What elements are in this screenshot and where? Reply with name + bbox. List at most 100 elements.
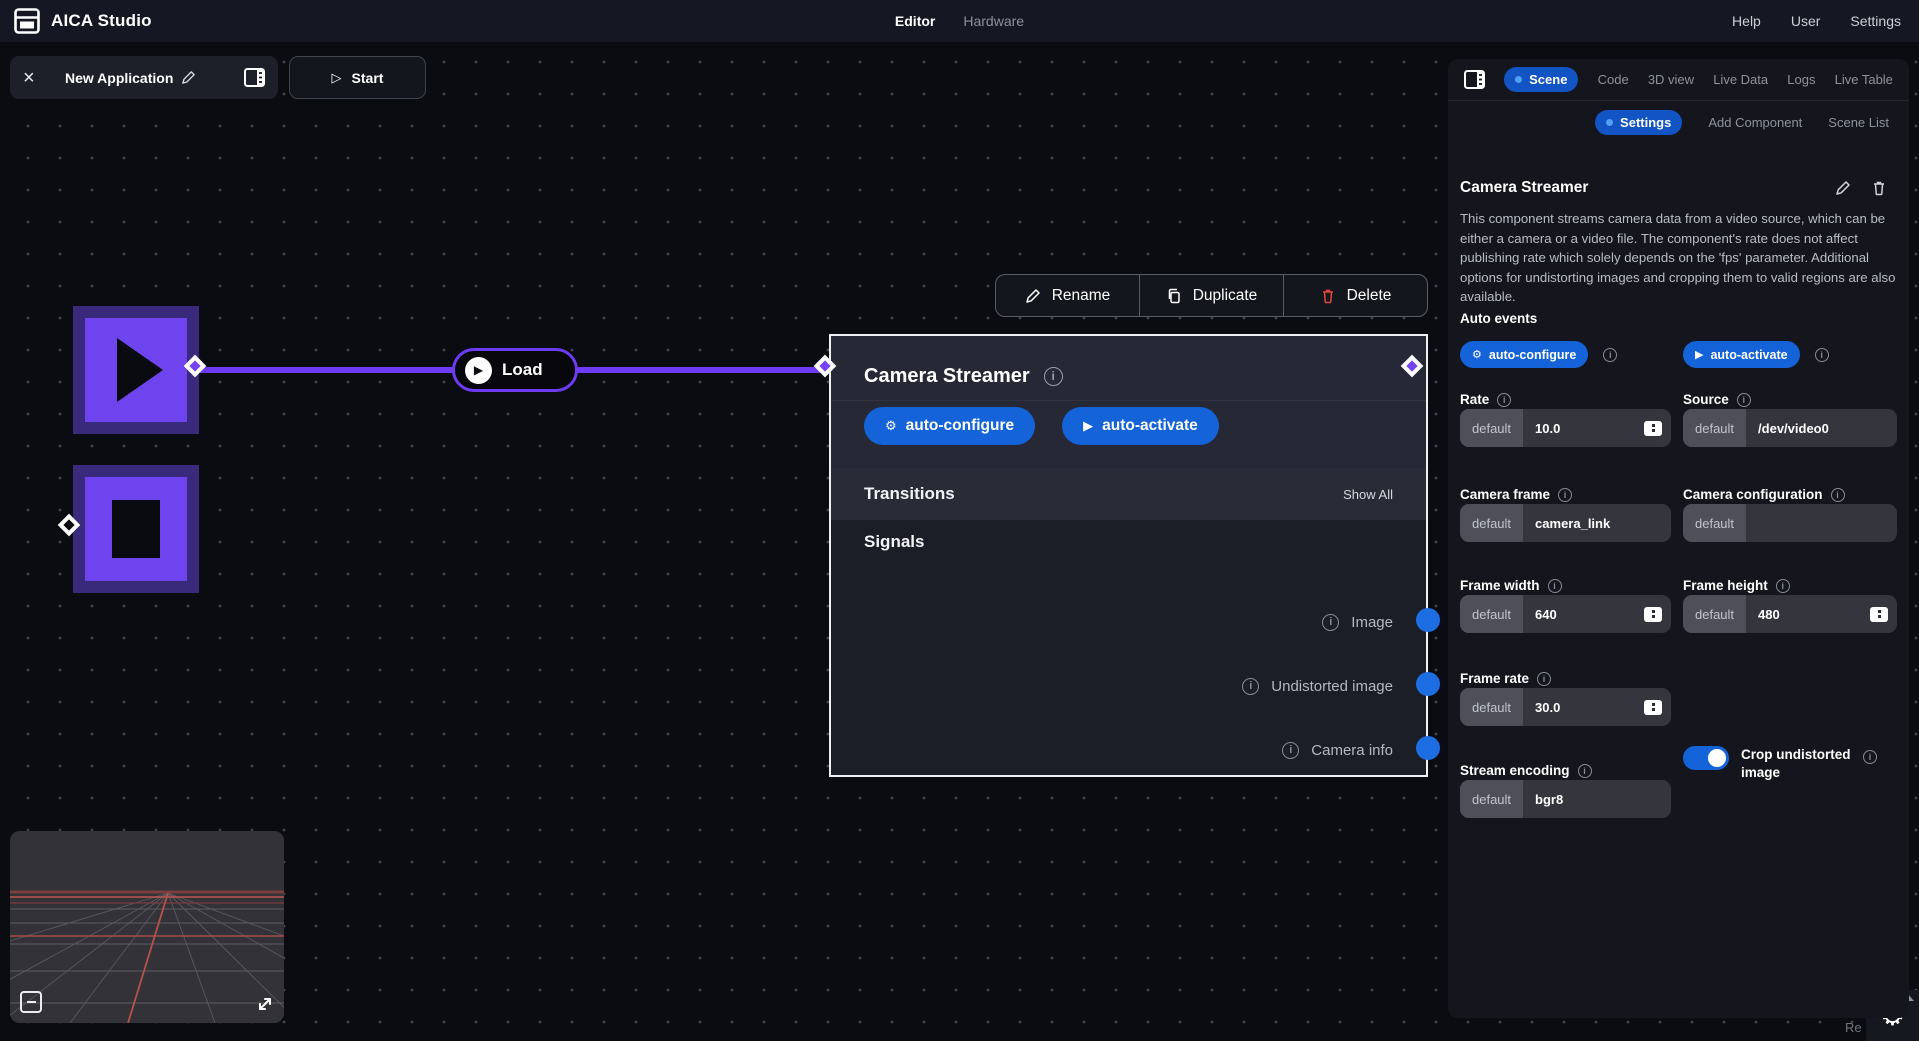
subtab-scene-list[interactable]: Scene List bbox=[1828, 114, 1889, 130]
collapse-panel-icon[interactable] bbox=[1464, 70, 1485, 89]
rate-input[interactable]: default 10.0 bbox=[1460, 409, 1671, 447]
sidebar-tabs: Scene Code 3D view Live Data Logs Live T… bbox=[1448, 59, 1909, 101]
frame-height-input[interactable]: default 480 bbox=[1683, 595, 1897, 633]
frame-rate-input[interactable]: default 30.0 bbox=[1460, 688, 1671, 726]
toggle-panel-icon[interactable] bbox=[244, 68, 265, 87]
info-icon[interactable] bbox=[1603, 347, 1618, 362]
frame-width-input[interactable]: default 640 bbox=[1460, 595, 1671, 633]
clipped-label: Re bbox=[1845, 1020, 1862, 1035]
camera-frame-input[interactable]: default camera_link bbox=[1460, 504, 1671, 542]
edge-label-load[interactable]: ▶ Load bbox=[452, 348, 578, 392]
auto-configure-event: ⚙ auto-configure bbox=[1460, 341, 1671, 368]
camera-streamer-node[interactable]: Camera Streamer ⚙ auto-configure ▶ auto-… bbox=[829, 334, 1428, 777]
auto-events-label: Auto events bbox=[1460, 311, 1538, 326]
info-icon[interactable] bbox=[1497, 392, 1512, 407]
play-state-node[interactable] bbox=[73, 306, 199, 434]
pencil-icon bbox=[1025, 288, 1040, 303]
camera-frame-label: Camera frame bbox=[1460, 487, 1671, 502]
source-label: Source bbox=[1683, 392, 1897, 407]
image-signal-port[interactable] bbox=[1416, 608, 1440, 632]
camera-info-signal-port[interactable] bbox=[1416, 736, 1440, 760]
help-link[interactable]: Help bbox=[1732, 13, 1761, 29]
auto-activate-button[interactable]: ▶ auto-activate bbox=[1683, 341, 1800, 368]
rename-menu-item[interactable]: Rename bbox=[996, 275, 1139, 316]
frame-rate-label: Frame rate bbox=[1460, 671, 1671, 686]
tab-live-data[interactable]: Live Data bbox=[1713, 72, 1769, 87]
info-icon[interactable] bbox=[1547, 578, 1562, 593]
delete-component-icon[interactable] bbox=[1871, 180, 1887, 196]
play-icon: ▶ bbox=[1695, 348, 1704, 361]
stream-encoding-input[interactable]: default bgr8 bbox=[1460, 780, 1671, 818]
node-info-icon[interactable] bbox=[1043, 366, 1063, 386]
tab-hardware[interactable]: Hardware bbox=[963, 13, 1025, 29]
auto-configure-button[interactable]: ⚙ auto-configure bbox=[864, 407, 1036, 445]
tab-3d-view[interactable]: 3D view bbox=[1647, 72, 1695, 87]
crop-undistorted-toggle[interactable] bbox=[1683, 746, 1729, 770]
main-nav: Editor Hardware bbox=[895, 13, 1024, 29]
auto-configure-button[interactable]: ⚙ auto-configure bbox=[1460, 341, 1589, 368]
close-application-icon[interactable]: × bbox=[23, 66, 35, 89]
undistorted-image-signal-port[interactable] bbox=[1416, 672, 1440, 696]
info-icon[interactable] bbox=[1830, 487, 1845, 502]
show-all-button[interactable]: Show All bbox=[1343, 486, 1393, 502]
transitions-title: Transitions bbox=[864, 484, 955, 503]
frame-width-label: Frame width bbox=[1460, 578, 1671, 593]
info-icon[interactable] bbox=[1775, 578, 1790, 593]
settings-link[interactable]: Settings bbox=[1850, 13, 1901, 29]
signal-info-icon[interactable] bbox=[1242, 677, 1260, 695]
signal-info-icon[interactable] bbox=[1322, 613, 1340, 631]
tab-code[interactable]: Code bbox=[1597, 72, 1629, 87]
minimize-viewport-icon[interactable] bbox=[20, 991, 42, 1013]
component-header: Camera Streamer bbox=[1460, 179, 1887, 197]
app-title: AICA Studio bbox=[51, 11, 152, 30]
numeric-keypad-icon[interactable] bbox=[1644, 699, 1662, 715]
subtab-settings[interactable]: Settings bbox=[1595, 109, 1683, 135]
numeric-keypad-icon[interactable] bbox=[1644, 420, 1662, 436]
info-icon[interactable] bbox=[1814, 347, 1829, 362]
tab-editor[interactable]: Editor bbox=[894, 13, 936, 29]
active-dot bbox=[1606, 118, 1614, 126]
application-name: New Application bbox=[65, 69, 174, 86]
mini-3d-viewport[interactable] bbox=[10, 831, 284, 1023]
signal-info-icon[interactable] bbox=[1282, 741, 1300, 759]
expand-viewport-icon[interactable] bbox=[256, 995, 274, 1013]
info-icon[interactable] bbox=[1558, 487, 1573, 502]
source-input[interactable]: default /dev/video0 bbox=[1683, 409, 1897, 447]
auto-activate-button[interactable]: ▶ auto-activate bbox=[1062, 407, 1219, 445]
camera-configuration-input[interactable]: default bbox=[1683, 504, 1897, 542]
gear-icon: ⚙ bbox=[1472, 348, 1482, 361]
tab-logs[interactable]: Logs bbox=[1787, 72, 1816, 87]
start-play-icon: ▷ bbox=[331, 69, 342, 85]
duplicate-menu-item[interactable]: Duplicate bbox=[1139, 275, 1283, 316]
tab-scene[interactable]: Scene bbox=[1504, 67, 1579, 92]
signal-row-image: Image bbox=[1322, 607, 1393, 637]
signals-title: Signals bbox=[864, 532, 925, 551]
info-icon[interactable] bbox=[1577, 763, 1592, 778]
active-dot bbox=[1515, 76, 1523, 83]
play-node-body bbox=[85, 318, 187, 422]
stop-state-node[interactable] bbox=[73, 465, 199, 593]
play-icon: ▶ bbox=[1083, 418, 1094, 434]
start-button[interactable]: ▷ Start bbox=[289, 56, 426, 99]
gear-icon: ⚙ bbox=[885, 418, 897, 434]
info-icon[interactable] bbox=[1537, 671, 1552, 686]
right-sidebar: Scene Code 3D view Live Data Logs Live T… bbox=[1448, 59, 1909, 1018]
duplicate-icon bbox=[1168, 288, 1180, 303]
numeric-keypad-icon[interactable] bbox=[1870, 606, 1888, 622]
brand: AICA Studio bbox=[0, 8, 152, 34]
info-icon[interactable] bbox=[1736, 392, 1751, 407]
numeric-keypad-icon[interactable] bbox=[1644, 606, 1662, 622]
rename-application-icon[interactable] bbox=[181, 70, 196, 85]
info-icon[interactable] bbox=[1863, 750, 1877, 764]
tab-live-table[interactable]: Live Table bbox=[1834, 72, 1893, 87]
subtab-add-component[interactable]: Add Component bbox=[1708, 114, 1803, 130]
crop-undistorted-row: Crop undistorted image bbox=[1683, 746, 1897, 782]
delete-menu-item[interactable]: Delete bbox=[1283, 275, 1427, 316]
edit-component-icon[interactable] bbox=[1835, 180, 1851, 196]
3d-grid bbox=[10, 831, 284, 1023]
user-link[interactable]: User bbox=[1790, 13, 1821, 29]
transitions-section: Transitions Show All bbox=[831, 468, 1426, 520]
camera-configuration-label: Camera configuration bbox=[1683, 487, 1897, 502]
load-play-icon: ▶ bbox=[465, 356, 492, 384]
